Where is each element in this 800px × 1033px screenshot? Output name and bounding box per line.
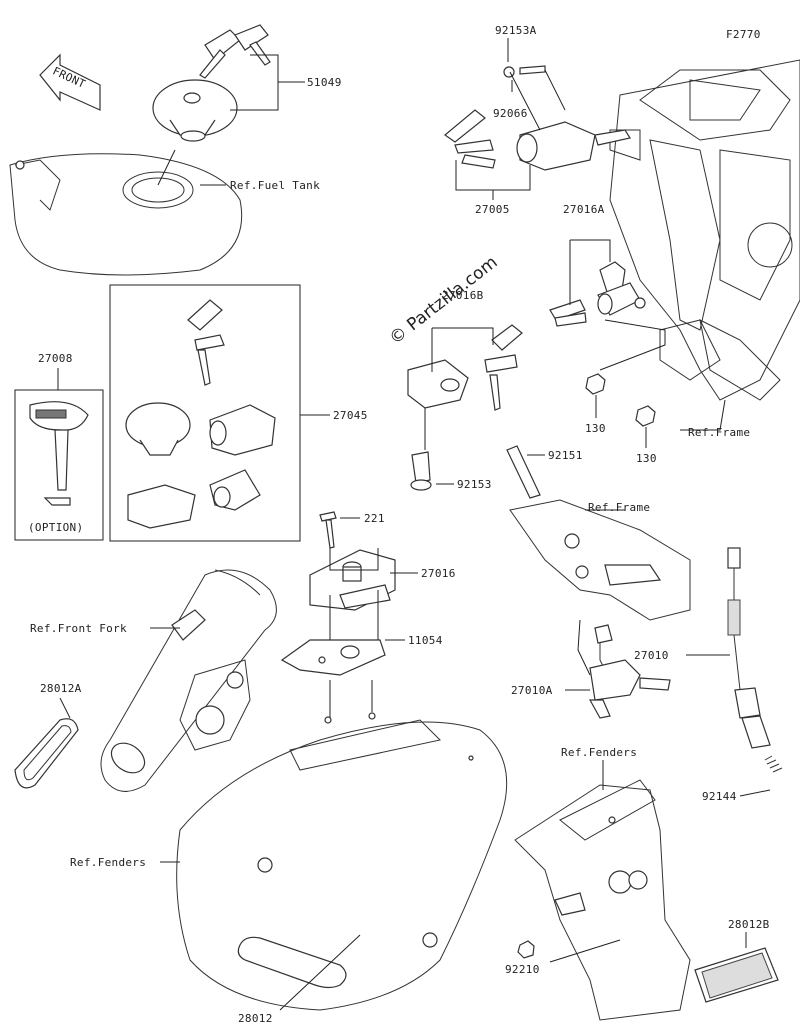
reflector-28012 [237,936,347,989]
callout-27016b: 27016B [442,289,484,302]
callout-labels: F2770 51049 Ref.Fuel Tank 92153A 92066 2… [28,24,770,1025]
callout-28012: 28012 [238,1012,273,1025]
callout-ref-front-fork: Ref.Front Fork [30,622,127,635]
reflector-28012b [694,947,779,1003]
callout-option: (OPTION) [28,521,83,534]
callout-27016a: 27016A [563,203,605,216]
fuel-cap-assembly-51049 [152,24,271,142]
callout-92151: 92151 [548,449,583,462]
reflector-28012a [14,718,79,789]
switch-bracket-27016b [407,324,523,491]
figure-code: F2770 [726,28,761,41]
callout-92066: 92066 [493,107,528,120]
callout-ref-fenders-1: Ref.Fenders [561,746,637,759]
callout-27010: 27010 [634,649,669,662]
nut-92210 [517,940,535,959]
callout-130-lower: 130 [636,452,657,465]
callout-27005: 27005 [475,203,510,216]
frame-mount-92151 [506,445,691,621]
callout-28012a: 28012A [40,682,82,695]
front-fork-drawing [100,569,277,792]
callout-51049: 51049 [307,76,342,89]
callout-11054: 11054 [408,634,443,647]
key-27008-option-box [14,389,104,541]
callout-221: 221 [364,512,385,525]
front-fender-drawing [176,712,508,1011]
callout-92210: 92210 [505,963,540,976]
rear-fender-drawing [514,779,691,1021]
callout-ref-fenders-2: Ref.Fenders [70,856,146,869]
callout-27016: 27016 [421,567,456,580]
leader-lines [57,38,771,1011]
callout-27045: 27045 [333,409,368,422]
bracket-27016-and-plate-11054 [280,511,396,676]
callout-92153: 92153 [457,478,492,491]
front-direction-badge: FRONT [39,53,101,111]
callout-92153a: 92153A [495,24,537,37]
callout-28012b: 28012B [728,918,770,931]
callout-27010a: 27010A [511,684,553,697]
bolts-130 [585,373,656,427]
callout-92144: 92144 [702,790,737,803]
switch-27010a [588,624,671,719]
callout-ref-frame-1: Ref.Frame [688,426,750,439]
callout-130-upper: 130 [585,422,606,435]
switch-bracket-27016a [549,261,646,327]
fuel-tank-drawing [9,153,243,276]
callout-ref-fuel-tank: Ref.Fuel Tank [230,179,320,192]
frame-drawing [609,59,800,401]
callout-27008: 27008 [38,352,73,365]
ignition-switch-27005 [444,65,631,171]
switch-27010 [727,547,783,773]
callout-ref-frame-2: Ref.Frame [588,501,650,514]
key-set-27045-box [109,284,301,542]
